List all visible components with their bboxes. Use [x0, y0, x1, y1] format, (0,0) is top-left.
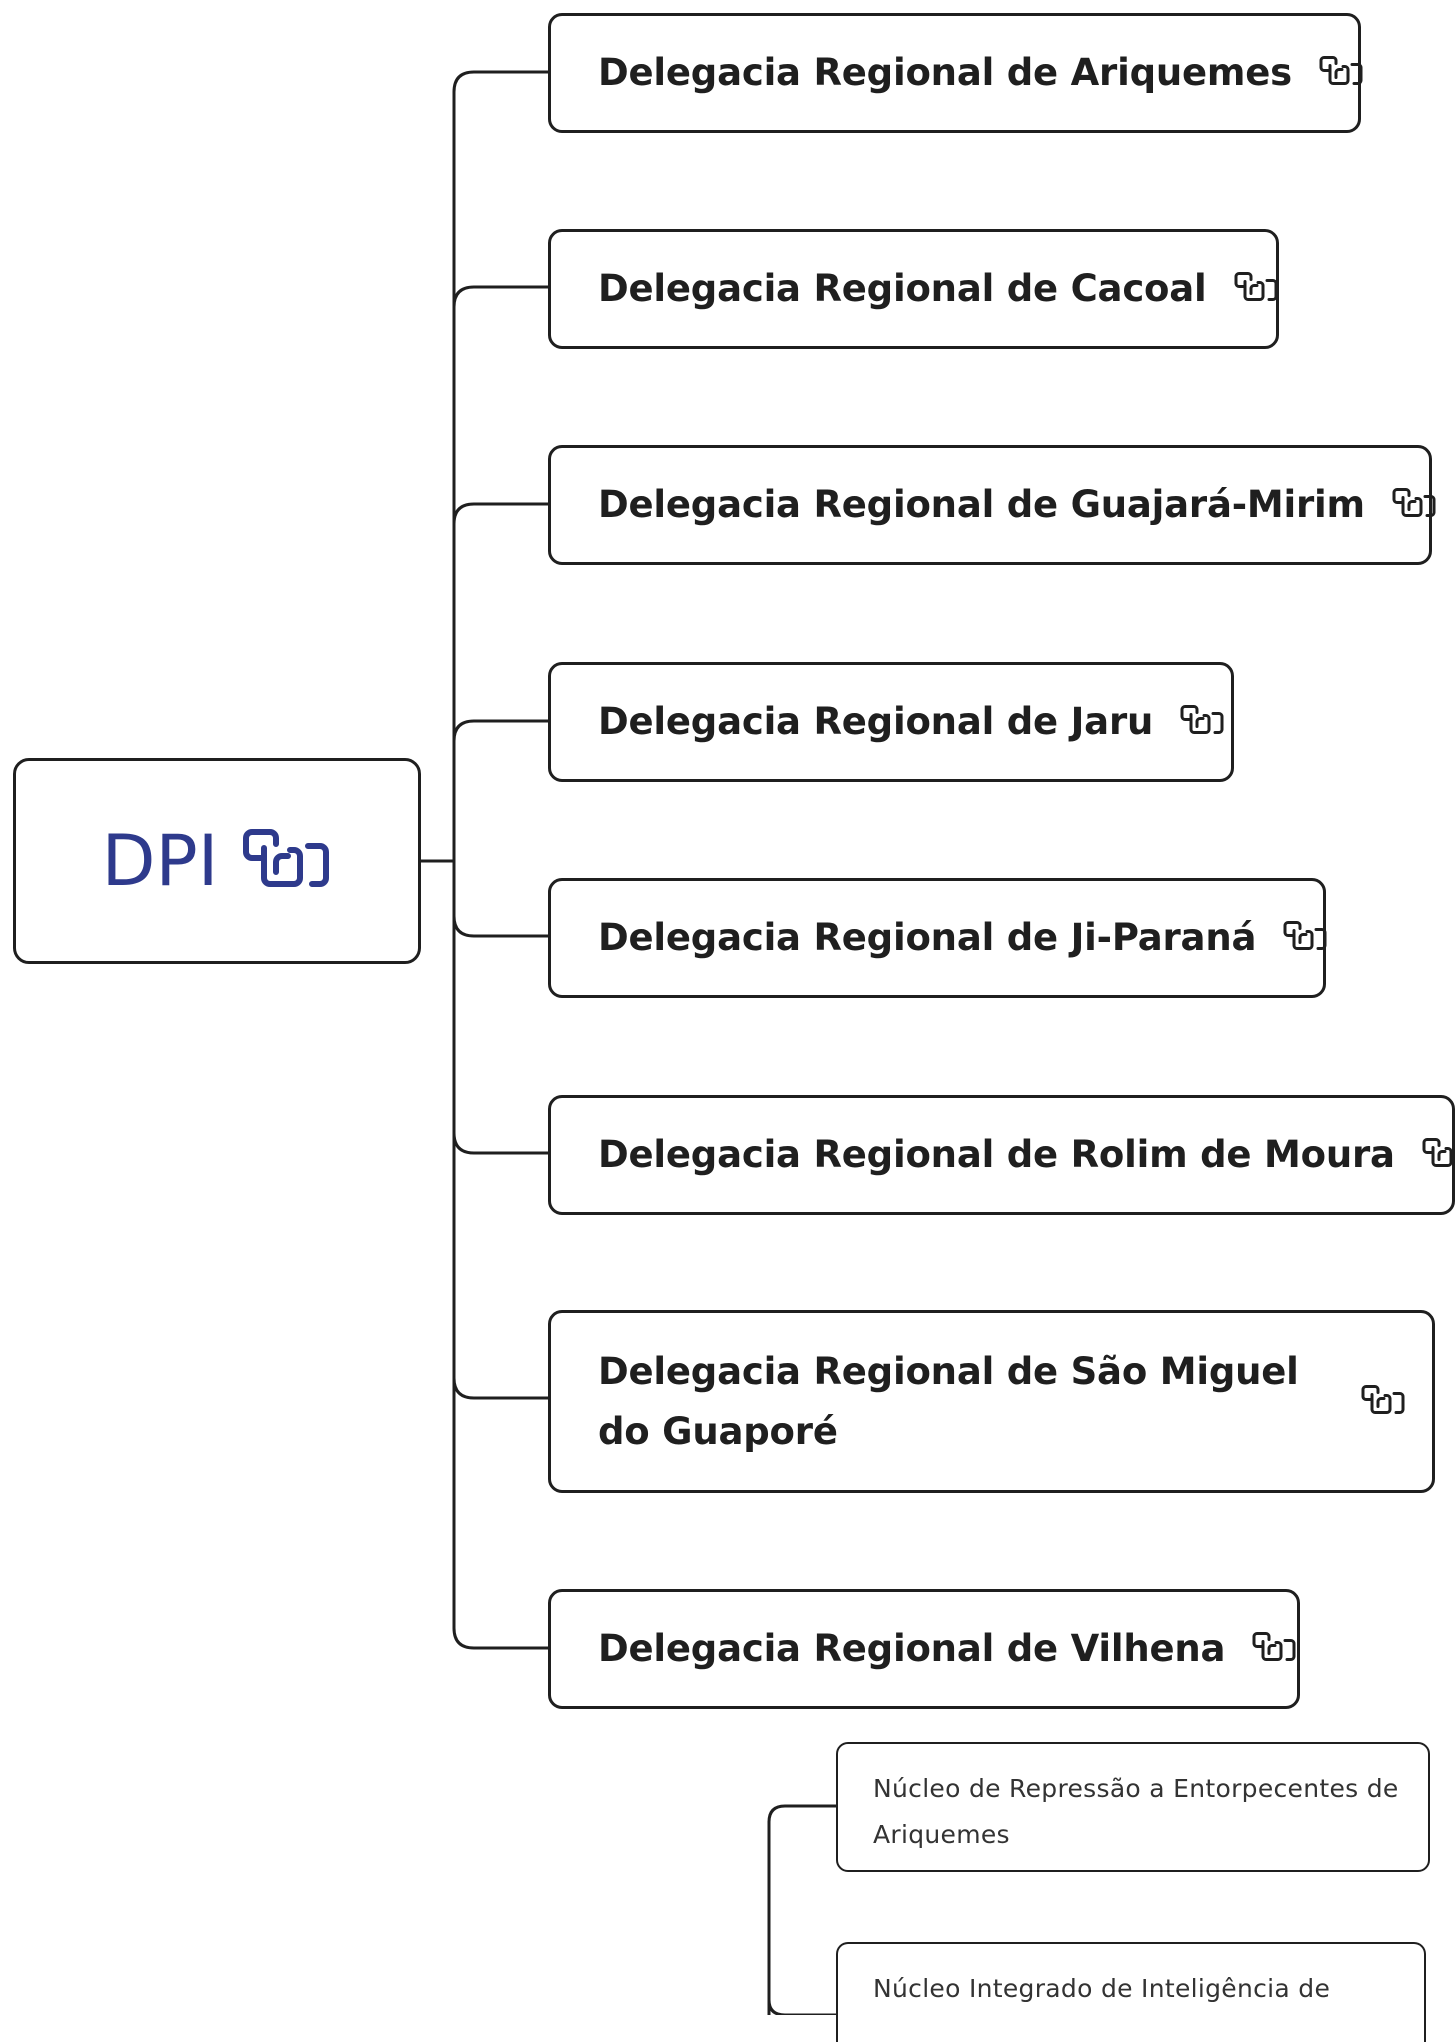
link-icon[interactable] — [1251, 1631, 1297, 1667]
link-icon[interactable] — [1318, 55, 1364, 91]
node-label: Delegacia Regional de São Miguel do Guap… — [598, 1349, 1299, 1453]
node-delegacia-rolim-de-moura[interactable]: Delegacia Regional de Rolim de Moura — [548, 1095, 1455, 1215]
node-label: Delegacia Regional de Cacoal — [598, 267, 1207, 310]
node-label: Delegacia Regional de Jaru — [598, 700, 1154, 743]
connector-branch-1 — [452, 70, 552, 94]
node-delegacia-ariquemes[interactable]: Delegacia Regional de Ariquemes — [548, 13, 1364, 133]
connector-branch-2 — [452, 285, 552, 309]
link-icon[interactable] — [1391, 487, 1437, 523]
node-delegacia-ji-parana[interactable]: Delegacia Regional de Ji-Paraná — [548, 878, 1328, 998]
node-label: Delegacia Regional de Vilhena — [598, 1627, 1226, 1670]
link-icon[interactable] — [1360, 1384, 1406, 1420]
root-label: DPI — [101, 820, 219, 902]
node-delegacia-cacoal[interactable]: Delegacia Regional de Cacoal — [548, 229, 1279, 349]
connector-branch-7 — [452, 1376, 552, 1400]
node-label: Delegacia Regional de Rolim de Moura — [598, 1133, 1395, 1176]
node-delegacia-jaru[interactable]: Delegacia Regional de Jaru — [548, 662, 1234, 782]
node-label: Delegacia Regional de Guajará-Mirim — [598, 483, 1365, 526]
connector-branch-3 — [452, 502, 552, 526]
connector-branch-4 — [452, 719, 552, 743]
connector-branch-8 — [452, 1626, 552, 1650]
root-node-dpi[interactable]: DPI — [13, 758, 421, 964]
node-label: Delegacia Regional de Ariquemes — [598, 51, 1292, 94]
node-delegacia-vilhena[interactable]: Delegacia Regional de Vilhena — [548, 1589, 1300, 1709]
node-delegacia-sao-miguel-do-guapore[interactable]: Delegacia Regional de São Miguel do Guap… — [548, 1310, 1435, 1493]
connector-sub-branch-2 — [767, 1998, 840, 2015]
link-icon[interactable] — [240, 828, 332, 894]
link-icon[interactable] — [1282, 920, 1328, 956]
subnode-label: Núcleo de Repressão a Entorpecentes de A… — [873, 1774, 1399, 1849]
node-delegacia-guajara-mirim[interactable]: Delegacia Regional de Guajará-Mirim — [548, 445, 1436, 565]
subnode-nucleo-integrado-inteligencia[interactable]: Núcleo Integrado de Inteligência de — [836, 1942, 1426, 2042]
connector-sub-branch-1 — [767, 1804, 840, 1824]
subnode-nucleo-repressao-entorpecentes[interactable]: Núcleo de Repressão a Entorpecentes de A… — [836, 1742, 1430, 1872]
connector-branch-6 — [452, 1131, 552, 1155]
link-icon[interactable] — [1233, 271, 1279, 307]
link-icon[interactable] — [1421, 1137, 1455, 1173]
subnode-label: Núcleo Integrado de Inteligência de — [873, 1974, 1331, 2003]
connector-branch-5 — [452, 914, 552, 938]
node-label: Delegacia Regional de Ji-Paraná — [598, 916, 1257, 959]
link-icon[interactable] — [1179, 704, 1225, 740]
